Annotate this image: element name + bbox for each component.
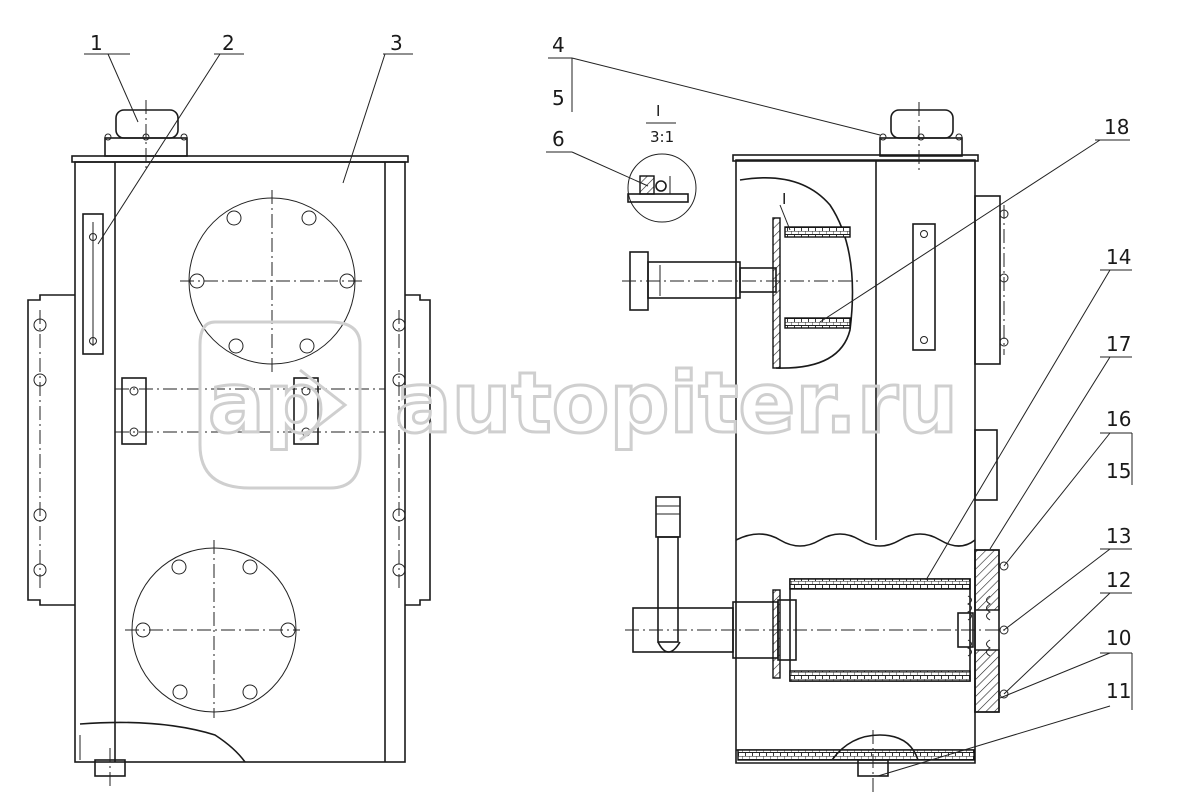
- watermark-logo: ap: [208, 354, 325, 452]
- detail-view: I 3:1: [627, 102, 697, 223]
- callout-12: 12: [1106, 568, 1131, 592]
- level-gauge: [82, 213, 104, 355]
- suction-pipe: [625, 496, 1005, 659]
- lower-cover: [125, 540, 300, 718]
- valve-housing: [966, 549, 1009, 713]
- callout-1: 1: [90, 31, 103, 55]
- callout-16: 16: [1106, 407, 1131, 431]
- callout-2: 2: [222, 31, 235, 55]
- section-view: I: [622, 102, 1009, 792]
- section-cap: [879, 102, 963, 172]
- callout-17: 17: [1106, 332, 1131, 356]
- callout-6: 6: [552, 127, 565, 151]
- callout-13: 13: [1106, 524, 1131, 548]
- detail-scale: 3:1: [650, 128, 674, 146]
- drain-plug: [79, 721, 246, 790]
- callout-10: 10: [1106, 626, 1131, 650]
- mounting-holes-left: [33, 310, 406, 590]
- callout-18: 18: [1104, 115, 1129, 139]
- watermark: ap autopiter.ru: [198, 320, 959, 490]
- callout-15: 15: [1106, 459, 1131, 483]
- brackets: [115, 377, 385, 445]
- filler-cap: [104, 100, 188, 170]
- callouts: 1 2 3 4 5 6 18 14 17 16 15: [84, 31, 1133, 777]
- callout-14: 14: [1106, 245, 1131, 269]
- callout-11: 11: [1106, 679, 1131, 703]
- watermark-text: autopiter.ru: [395, 354, 958, 452]
- section-bottom: [736, 730, 975, 792]
- breather-cutaway: [622, 177, 860, 369]
- section-mark: I: [782, 190, 786, 208]
- upper-cover: [180, 190, 364, 372]
- detail-name: I: [656, 102, 660, 120]
- callout-4: 4: [552, 33, 565, 57]
- callout-3: 3: [390, 31, 403, 55]
- filter-element: [772, 578, 974, 682]
- front-view: [27, 100, 431, 790]
- callout-5: 5: [552, 86, 565, 110]
